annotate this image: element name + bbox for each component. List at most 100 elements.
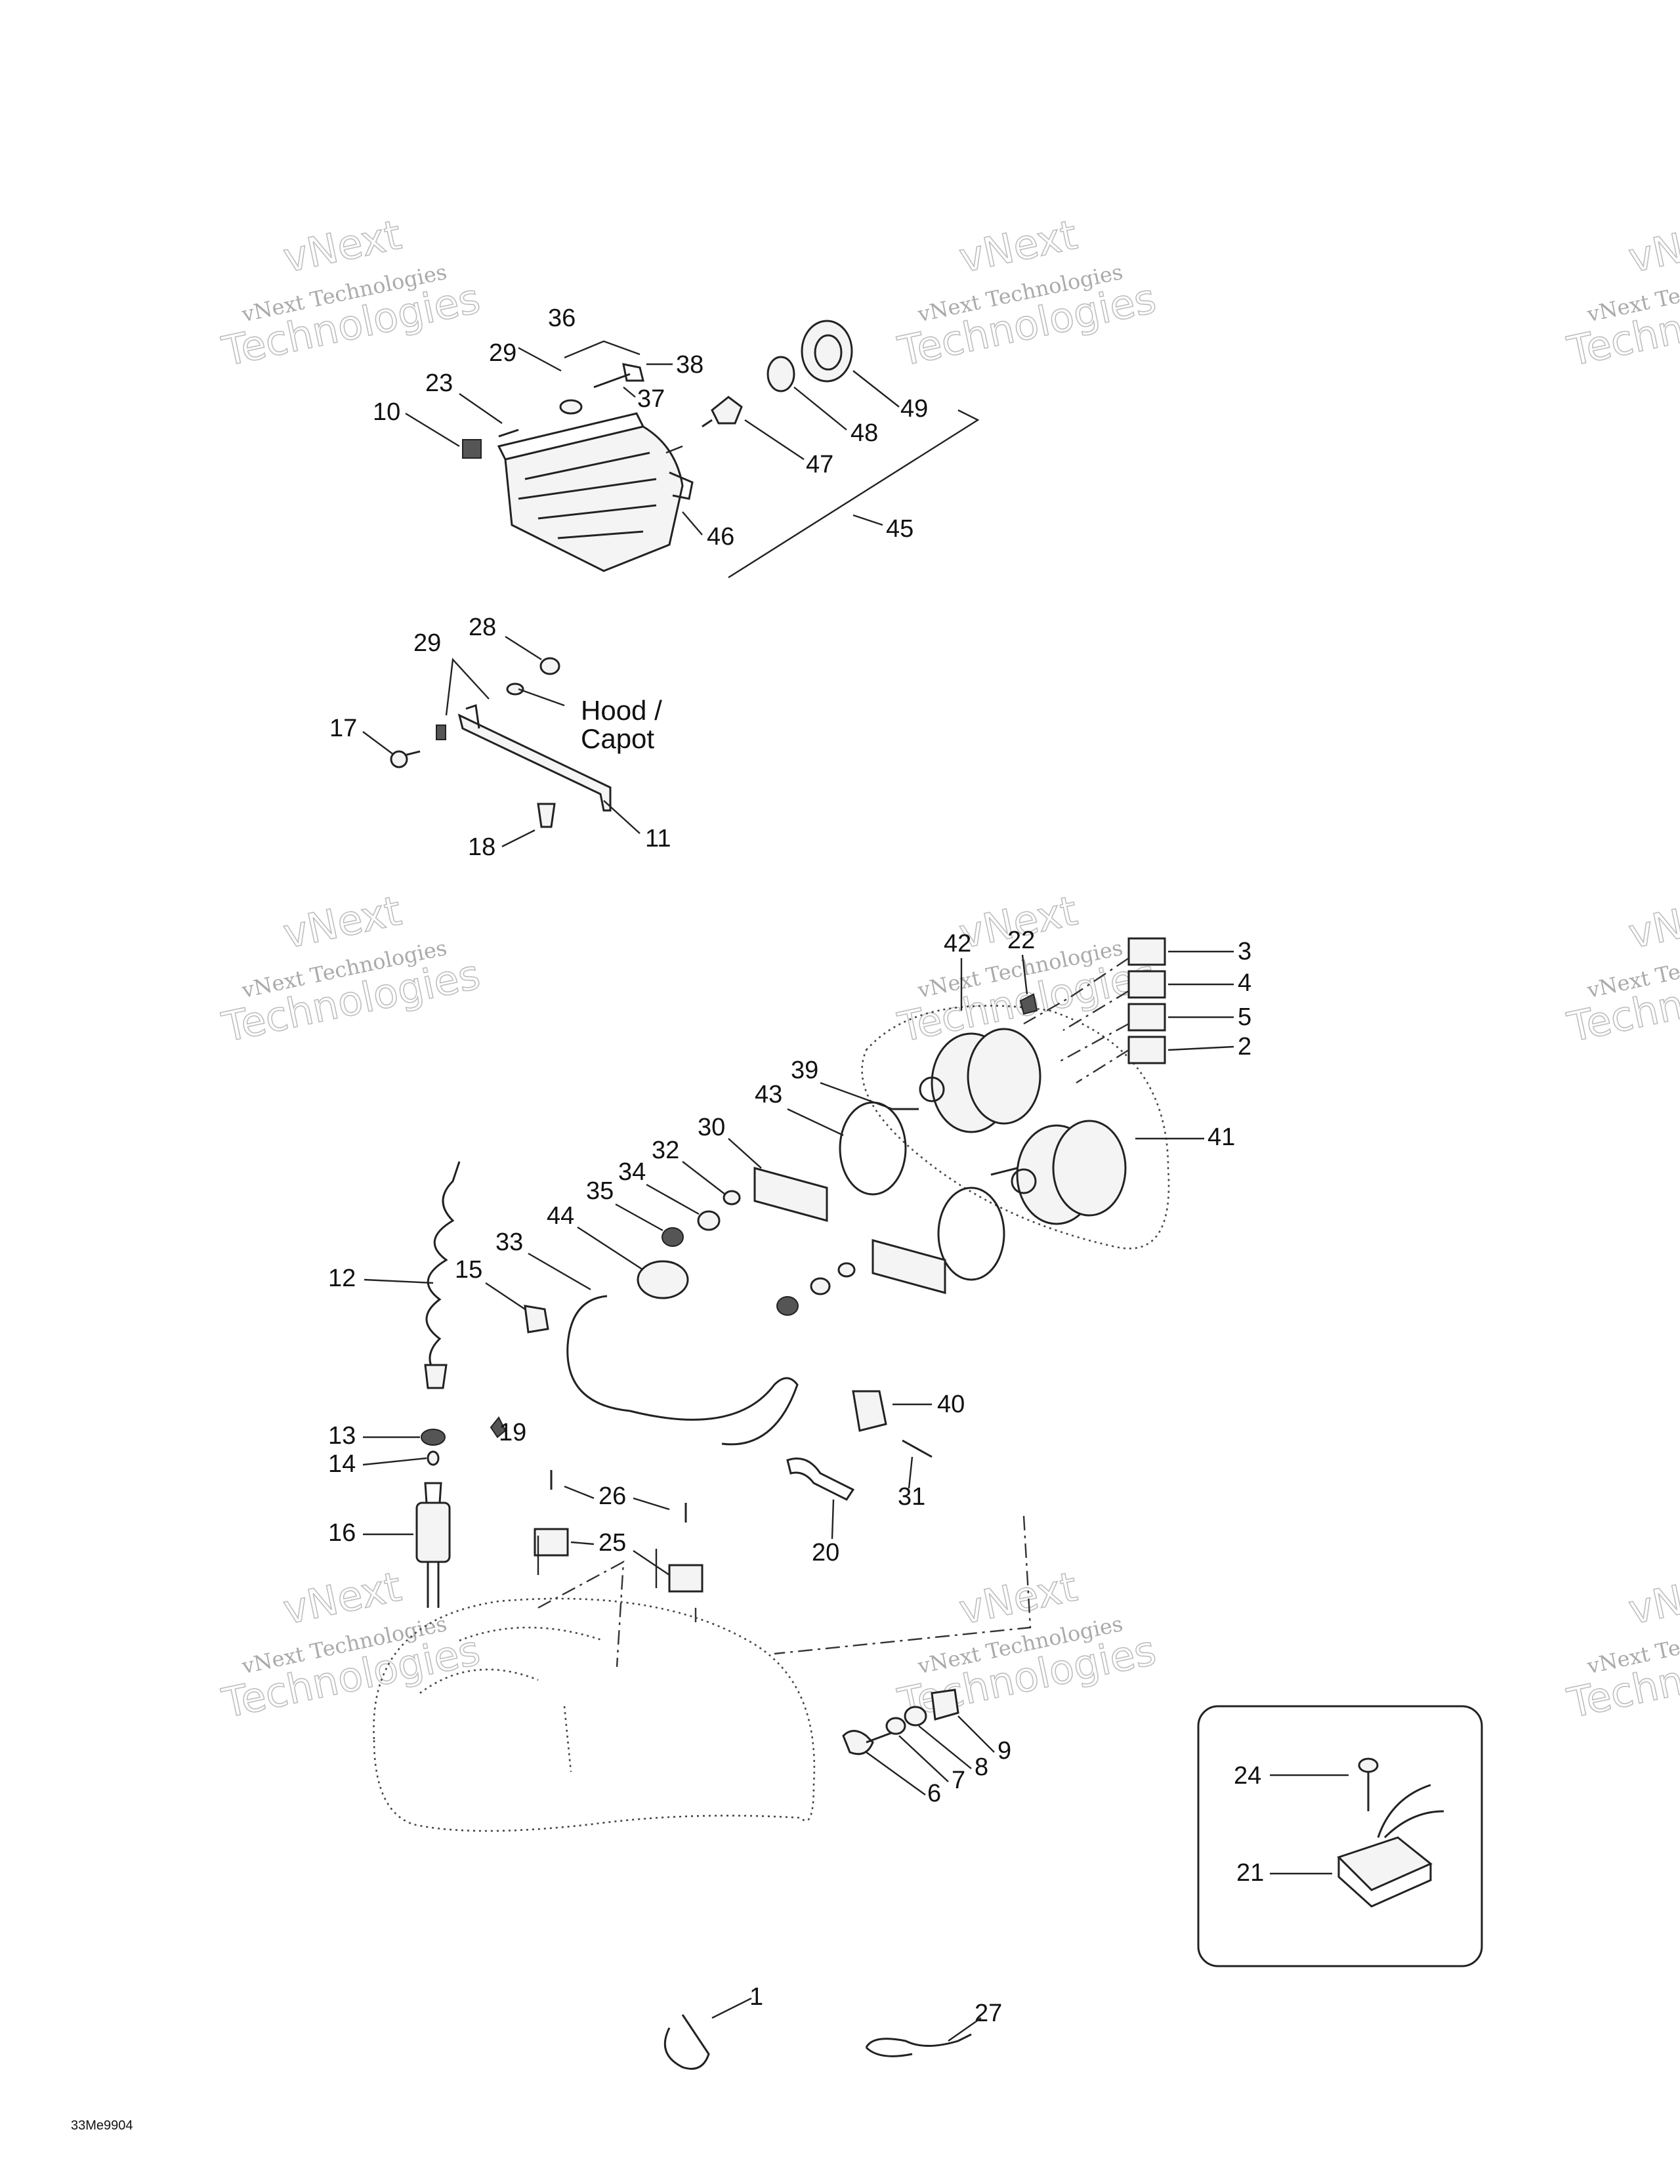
hood-bracket-assembly — [390, 657, 612, 828]
gauge-bezel — [967, 1028, 1041, 1125]
callout-23: 23 — [425, 369, 453, 397]
tether-switch — [415, 1502, 451, 1563]
callout-37: 37 — [637, 385, 665, 413]
rocker-switch — [668, 1564, 704, 1593]
figure-code: 33Me9904 — [71, 2118, 133, 2133]
washer-part — [904, 1706, 927, 1727]
headlamp-housing — [504, 425, 684, 572]
tie-clip — [663, 2014, 710, 2070]
callout-33: 33 — [495, 1228, 523, 1256]
rocker-switch — [534, 1528, 569, 1557]
inset-frame — [1197, 1705, 1483, 1967]
bracket-tab — [465, 704, 480, 729]
callout-4: 4 — [1238, 969, 1251, 997]
rubber-cap — [801, 320, 853, 383]
hood-label: Hood / — [581, 695, 662, 726]
nut-part — [436, 724, 446, 740]
callout-27: 27 — [975, 2000, 1002, 2027]
headlamp-assembly — [462, 320, 980, 579]
indicator-light — [1127, 1003, 1166, 1032]
screw-part — [498, 429, 519, 438]
watermark: vNext vNext Technologies Technologies — [893, 886, 1160, 1052]
leader-lines — [362, 346, 1349, 2042]
callout-22: 22 — [1007, 927, 1035, 954]
callout-36: 36 — [548, 304, 576, 332]
cap-part — [490, 1416, 507, 1438]
callout-30: 30 — [698, 1114, 725, 1141]
gauge-ring — [937, 1186, 1005, 1281]
callout-5: 5 — [1238, 1003, 1251, 1031]
leader-line — [537, 1536, 658, 1588]
callout-43: 43 — [755, 1081, 782, 1108]
callout-45: 45 — [886, 515, 914, 543]
callout-24: 24 — [1234, 1762, 1261, 1790]
callout-16: 16 — [328, 1519, 356, 1547]
cord-plug — [424, 1364, 448, 1389]
cable-ties — [663, 2014, 972, 2070]
console-detail — [419, 1626, 604, 1773]
bolt-head — [1358, 1757, 1379, 1773]
gauge-stud — [1011, 1168, 1037, 1194]
adjusting-screw — [593, 373, 631, 388]
ignition-switch — [931, 1689, 959, 1721]
callout-2: 2 — [1238, 1033, 1251, 1060]
nut-part — [776, 1296, 799, 1316]
washer-part — [723, 1190, 741, 1206]
watermark: vNext vNext Technologies Technologies — [217, 1562, 484, 1728]
gauge-stud — [919, 1076, 945, 1102]
cable-adapter — [637, 1260, 689, 1299]
callout-18: 18 — [468, 833, 495, 861]
gauge-bracket — [753, 1167, 828, 1222]
callout-15: 15 — [455, 1256, 482, 1284]
leader-line — [445, 658, 490, 716]
tie-strap — [865, 2033, 972, 2057]
callout-1: 1 — [749, 1983, 763, 2011]
watermark-text: vNext — [1624, 887, 1680, 958]
leader-line — [665, 445, 683, 454]
callout-40: 40 — [937, 1391, 965, 1418]
watermark: vNext vNext Technologies Technologies — [1563, 1562, 1680, 1728]
watermark-text: vNext — [1624, 211, 1680, 282]
headlamp-rim — [497, 412, 644, 460]
callout-26: 26 — [598, 1482, 626, 1510]
indicator-light — [1127, 1036, 1166, 1064]
coiled-cord — [425, 1161, 461, 1379]
callout-32: 32 — [652, 1137, 679, 1164]
regulator-side — [1337, 1857, 1432, 1908]
callout-49: 49 — [900, 395, 928, 423]
callout-6: 6 — [927, 1780, 941, 1807]
callout-28: 28 — [469, 614, 496, 641]
nut-part — [885, 1717, 906, 1735]
watermark: vNext vNext Technologies Technologies — [1563, 886, 1680, 1052]
callout-34: 34 — [618, 1158, 646, 1186]
callout-25: 25 — [598, 1529, 626, 1557]
washer-part — [506, 682, 524, 696]
grommet-part — [524, 1305, 549, 1334]
callout-42: 42 — [944, 930, 971, 957]
console-outline — [373, 1597, 816, 1832]
washer-part — [559, 399, 583, 415]
callout-20: 20 — [812, 1539, 839, 1566]
watermark-group: vNext vNext Technologies Technologies vN… — [217, 210, 1680, 1728]
gauge-outline — [861, 1005, 1170, 1250]
gauge-bezel — [1052, 1120, 1127, 1217]
cable-clamp — [786, 1458, 855, 1501]
key-shaft — [866, 1731, 893, 1744]
group-bracket-36 — [564, 340, 640, 359]
speedometer-cable — [566, 1295, 799, 1446]
callout-labels: 36 29 38 37 23 10 49 48 47 45 46 28 29 H… — [328, 304, 1264, 2027]
inset-panel — [1197, 1705, 1483, 1967]
clip-part — [462, 439, 482, 459]
rubber-cap-inner — [814, 334, 843, 371]
headlamp-lens-pattern — [518, 452, 657, 539]
insert-part — [427, 1450, 440, 1466]
hood-label: Capot — [581, 723, 654, 754]
callout-35: 35 — [586, 1177, 614, 1205]
callout-38: 38 — [676, 351, 704, 379]
regulator-leads — [1377, 1784, 1444, 1839]
callout-13: 13 — [328, 1422, 356, 1450]
bolt-head — [390, 750, 408, 768]
indicator-routing — [1023, 957, 1129, 1084]
callout-19: 19 — [499, 1419, 526, 1446]
callout-48: 48 — [850, 419, 878, 447]
